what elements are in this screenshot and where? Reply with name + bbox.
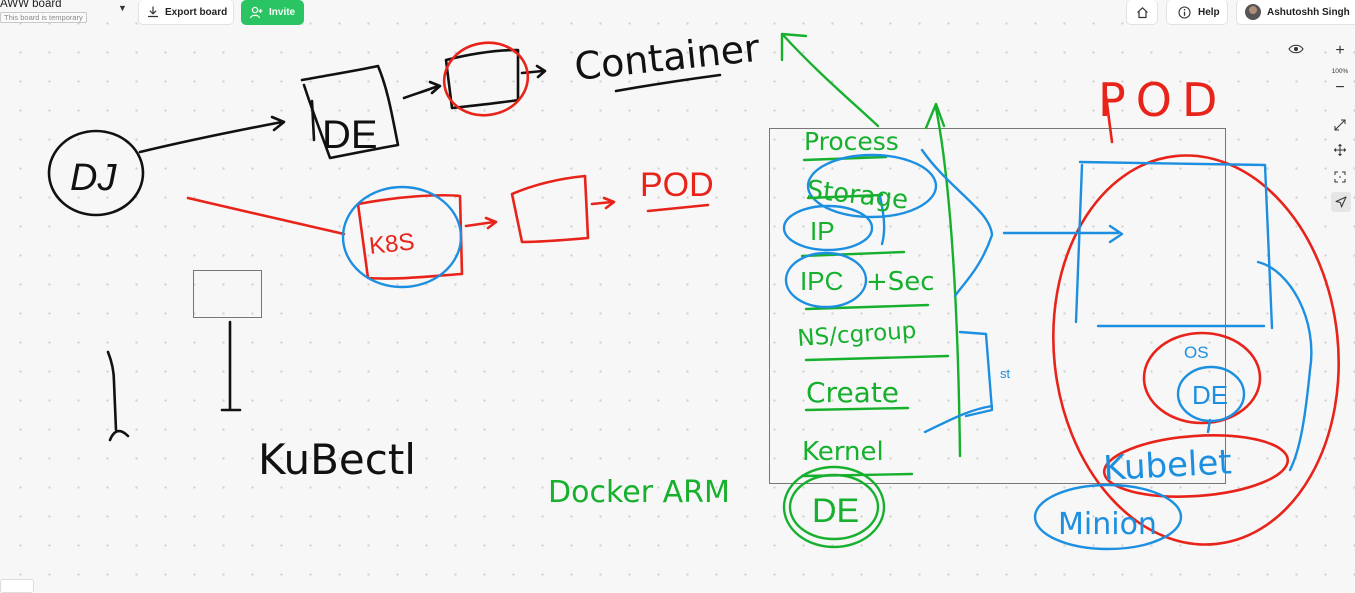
ip-oval	[782, 204, 874, 252]
ipc-oval	[784, 251, 868, 309]
label-container: Container	[572, 26, 762, 89]
blue-bracket-top	[920, 148, 994, 298]
zoom-out-button[interactable]: −	[1335, 79, 1345, 96]
pod-underline	[646, 203, 710, 213]
storage-oval	[806, 153, 938, 219]
arrow-container	[520, 64, 547, 79]
label-ip: IP	[810, 216, 835, 246]
zoom-level: 100%	[1331, 68, 1349, 75]
container-circle	[442, 41, 530, 117]
pod-inner-box	[1074, 160, 1274, 330]
download-icon	[147, 6, 159, 18]
k8s-circle	[341, 185, 463, 289]
de-bottom-oval	[782, 465, 886, 549]
fit-screen-icon[interactable]	[1325, 170, 1355, 188]
label-pod-small: POD	[640, 166, 714, 204]
home-icon	[1136, 6, 1148, 18]
empty-rectangle-shape[interactable]	[193, 270, 262, 318]
board-name[interactable]: AWW board	[0, 0, 62, 10]
info-icon	[1178, 5, 1191, 19]
chevron-down-icon[interactable]: ▼	[118, 3, 127, 13]
label-minion: Minion	[1058, 507, 1157, 542]
blue-arrow-to-pod	[1002, 224, 1124, 244]
side-toolbar: + 100% −	[1288, 36, 1355, 226]
blue-kernel-line	[923, 404, 994, 434]
avatar	[1245, 4, 1261, 20]
add-user-icon	[249, 6, 263, 19]
export-board-button[interactable]: Export board	[138, 0, 234, 25]
help-label: Help	[1198, 6, 1220, 18]
label-k8s: K8S	[368, 228, 416, 260]
black-strokes	[47, 48, 722, 442]
label-de-top: DE	[322, 113, 378, 157]
label-ns-cgroup: NS/cgroup	[797, 318, 918, 352]
red-strokes	[186, 41, 1340, 546]
label-dj: DJ	[70, 157, 117, 199]
label-kernel: Kernel	[802, 437, 884, 467]
pod-big-stroke	[1104, 94, 1114, 144]
invite-label: Invite	[269, 7, 296, 18]
minion-oval	[1033, 483, 1183, 551]
pointer-tool-button[interactable]	[1331, 192, 1351, 212]
arrow-dj-de	[138, 115, 286, 154]
label-pod-big: POD	[1098, 73, 1227, 127]
stick-figure	[106, 350, 130, 442]
green-arrow-up	[780, 32, 880, 128]
de-pod-oval	[1142, 331, 1262, 425]
blue-connector	[1206, 418, 1212, 434]
kubelet-oval	[1102, 434, 1290, 498]
container-rectangle-shape[interactable]	[769, 128, 1226, 484]
kubectl-line	[220, 320, 242, 412]
user-menu-button[interactable]: Ashutoshh Singh	[1236, 0, 1355, 25]
label-kubelet: Kubelet	[1102, 442, 1232, 489]
temporary-badge: This board is temporary	[0, 12, 87, 23]
invite-button[interactable]: Invite	[241, 0, 304, 25]
label-create: Create	[806, 376, 899, 409]
label-de-pod: DE	[1192, 380, 1228, 410]
fullscreen-icon[interactable]	[1325, 118, 1355, 136]
label-os: OS	[1184, 343, 1209, 362]
label-st: st	[1000, 366, 1011, 381]
home-button[interactable]	[1126, 0, 1158, 25]
export-board-label: Export board	[165, 6, 228, 18]
label-de-bottom: DE	[812, 492, 859, 530]
blue-strokes	[341, 148, 1313, 551]
blue-bracket-mid	[958, 330, 994, 418]
de-box	[300, 64, 400, 160]
cursor-icon	[1335, 196, 1347, 208]
label-storage: Storage	[805, 175, 909, 215]
container-underline	[614, 73, 722, 93]
eye-icon[interactable]	[1281, 42, 1311, 60]
arrow-pod	[590, 196, 616, 210]
arrow-k8s-pod	[464, 216, 498, 230]
label-sec: +Sec	[866, 267, 935, 297]
move-icon[interactable]	[1325, 143, 1355, 161]
de-stroke	[310, 99, 316, 142]
label-process: Process	[804, 127, 899, 156]
red-line-k8s	[186, 196, 346, 236]
pod-box	[510, 174, 590, 244]
de-bottom-oval-inner	[788, 473, 880, 541]
blue-tick	[878, 194, 886, 246]
user-name: Ashutoshh Singh	[1267, 6, 1350, 18]
zoom-in-button[interactable]: +	[1335, 42, 1345, 59]
label-docker-arm: Docker ARM	[548, 475, 730, 510]
dj-circle	[47, 129, 145, 217]
help-button[interactable]: Help	[1166, 0, 1228, 25]
arrow-de-container	[402, 80, 442, 100]
board-title-area[interactable]: AWW board This board is temporary ▼	[0, 0, 135, 26]
container-box	[444, 48, 520, 110]
green-arrow-right-side	[924, 102, 962, 458]
label-kubectl: KuBectl	[258, 435, 416, 484]
label-ipc: IPC	[800, 266, 843, 296]
pod-big-oval	[1052, 154, 1340, 546]
blue-side-curve	[1256, 260, 1313, 472]
